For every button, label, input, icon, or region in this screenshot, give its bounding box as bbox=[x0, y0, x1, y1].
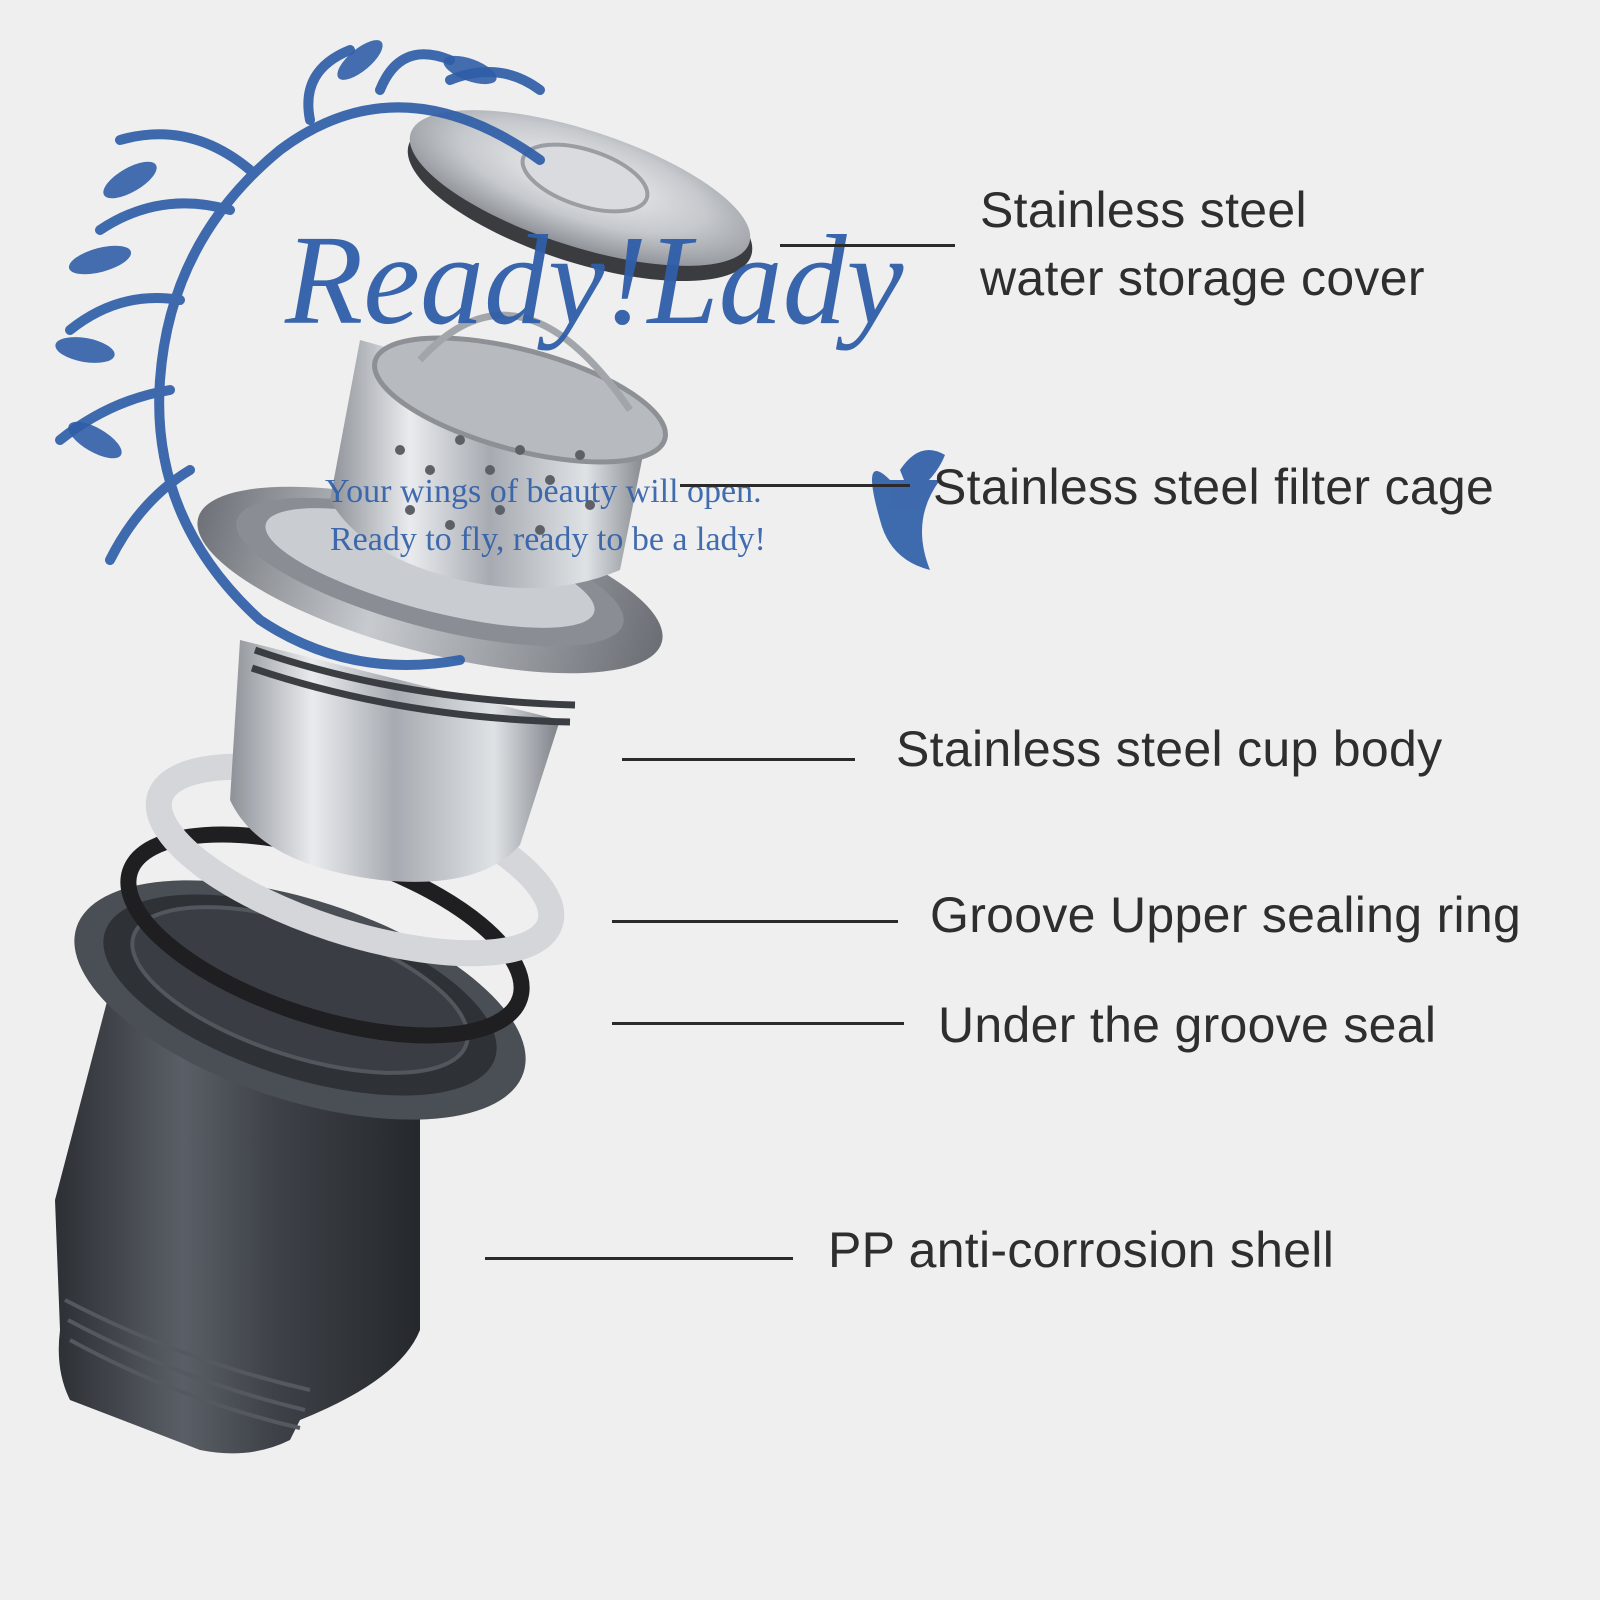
watermark-tagline-1: Your wings of beauty will open. bbox=[325, 473, 762, 510]
label-shell: PP anti-corrosion shell bbox=[828, 1222, 1335, 1278]
watermark-leaves-icon bbox=[55, 40, 497, 459]
label-cover-line-1: Stainless steel bbox=[980, 182, 1307, 238]
leader-line-upper-seal bbox=[612, 920, 898, 923]
filter-cage-part bbox=[330, 311, 668, 588]
label-lower-seal: Under the groove seal bbox=[938, 997, 1437, 1053]
watermark-butterfly-icon bbox=[872, 450, 945, 570]
leader-line-shell bbox=[485, 1257, 793, 1260]
leader-line-cup-body bbox=[622, 758, 855, 761]
cup-body-part bbox=[197, 486, 663, 882]
label-cup-body: Stainless steel cup body bbox=[896, 721, 1443, 777]
leader-line-lower-seal bbox=[612, 1022, 904, 1025]
label-cover-line-2: water storage cover bbox=[980, 250, 1425, 306]
leader-line-cover bbox=[780, 244, 955, 247]
watermark-tagline-2: Ready to fly, ready to be a lady! bbox=[330, 521, 766, 558]
label-filter-cage: Stainless steel filter cage bbox=[933, 459, 1495, 515]
cover-part bbox=[407, 110, 753, 282]
label-upper-seal: Groove Upper sealing ring bbox=[930, 887, 1522, 943]
watermark-brand: Ready!Lady bbox=[285, 209, 904, 351]
leader-line-filter-cage bbox=[680, 484, 910, 487]
